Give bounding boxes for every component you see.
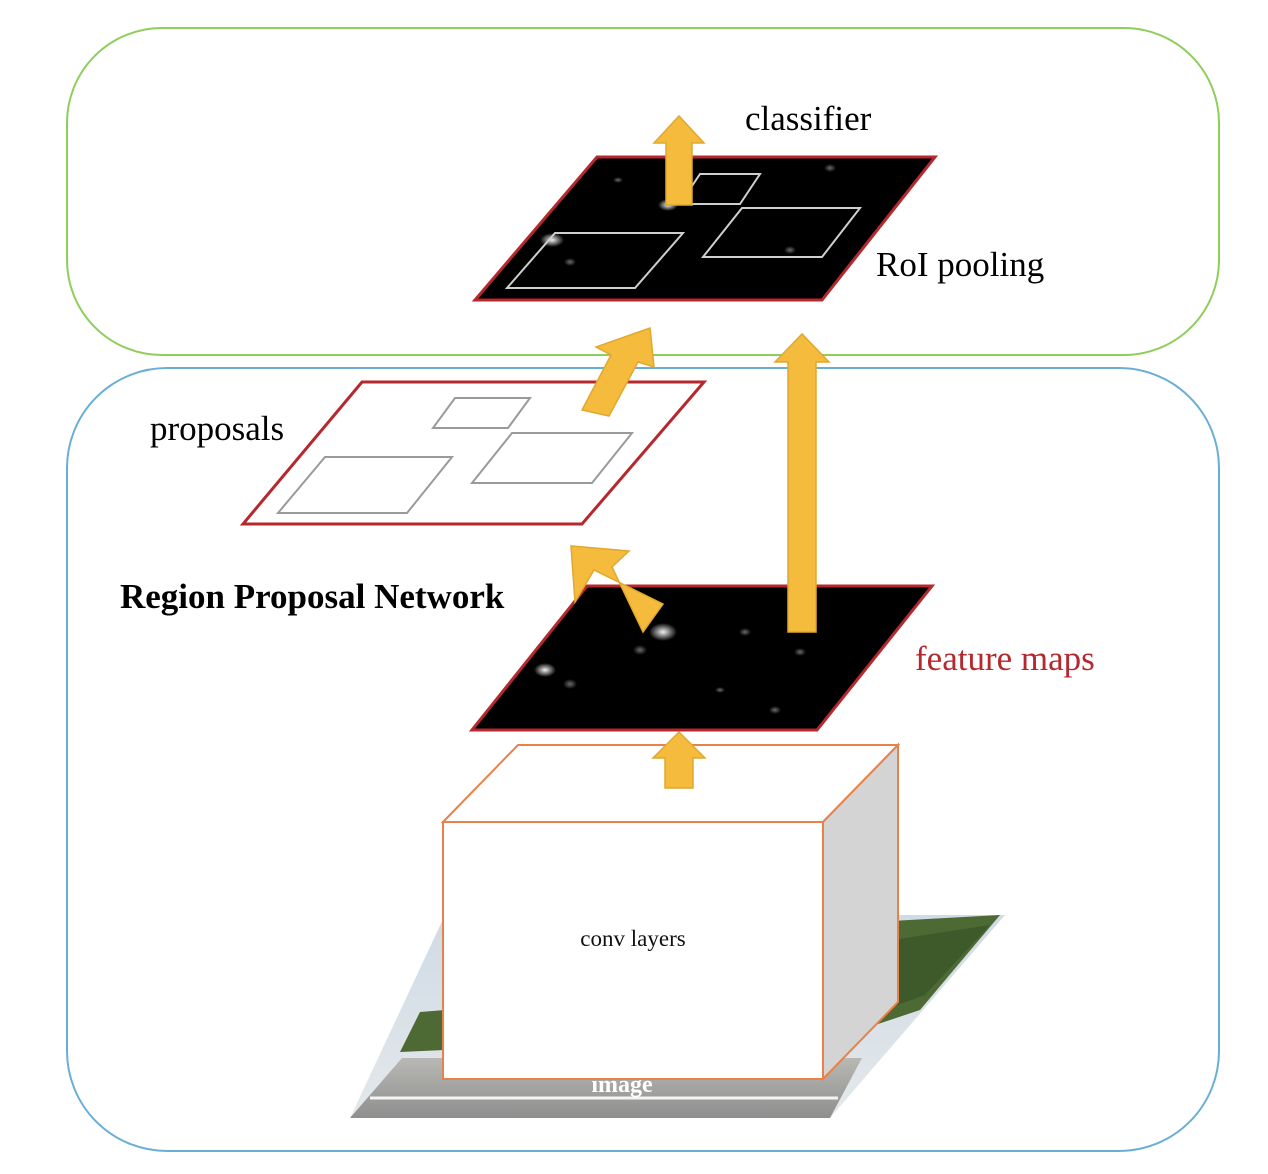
- feature-maps-label: feature maps: [915, 639, 1095, 678]
- roi-box: [700, 207, 863, 258]
- rpn-label: Region Proposal Network: [120, 577, 505, 616]
- arrow-features-to-roi: [773, 332, 831, 633]
- roi-pooling-plane: [471, 155, 939, 302]
- conv-layers-box: conv layers: [440, 742, 901, 1082]
- proposals-label: proposals: [150, 409, 284, 448]
- conv-layers-label: conv layers: [580, 926, 685, 951]
- stage1-container: [66, 367, 1220, 1152]
- arrow-conv-to-features: [651, 730, 707, 789]
- arrow-proposals-to-roi: [580, 326, 655, 417]
- arrow-rpn: [570, 545, 665, 634]
- conv-box-front: [442, 821, 824, 1080]
- feature-maps: [468, 584, 936, 732]
- proposal-box: [275, 456, 455, 514]
- proposals-plane: [239, 380, 708, 526]
- proposal-box: [431, 397, 532, 429]
- classifier-label: classifier: [745, 99, 872, 138]
- proposal-box: [469, 432, 635, 484]
- feature-maps-plane: [468, 584, 936, 732]
- roi-pooling-label: RoI pooling: [876, 245, 1044, 284]
- arrow-to-classifier: [652, 114, 706, 206]
- roi-box: [504, 232, 686, 289]
